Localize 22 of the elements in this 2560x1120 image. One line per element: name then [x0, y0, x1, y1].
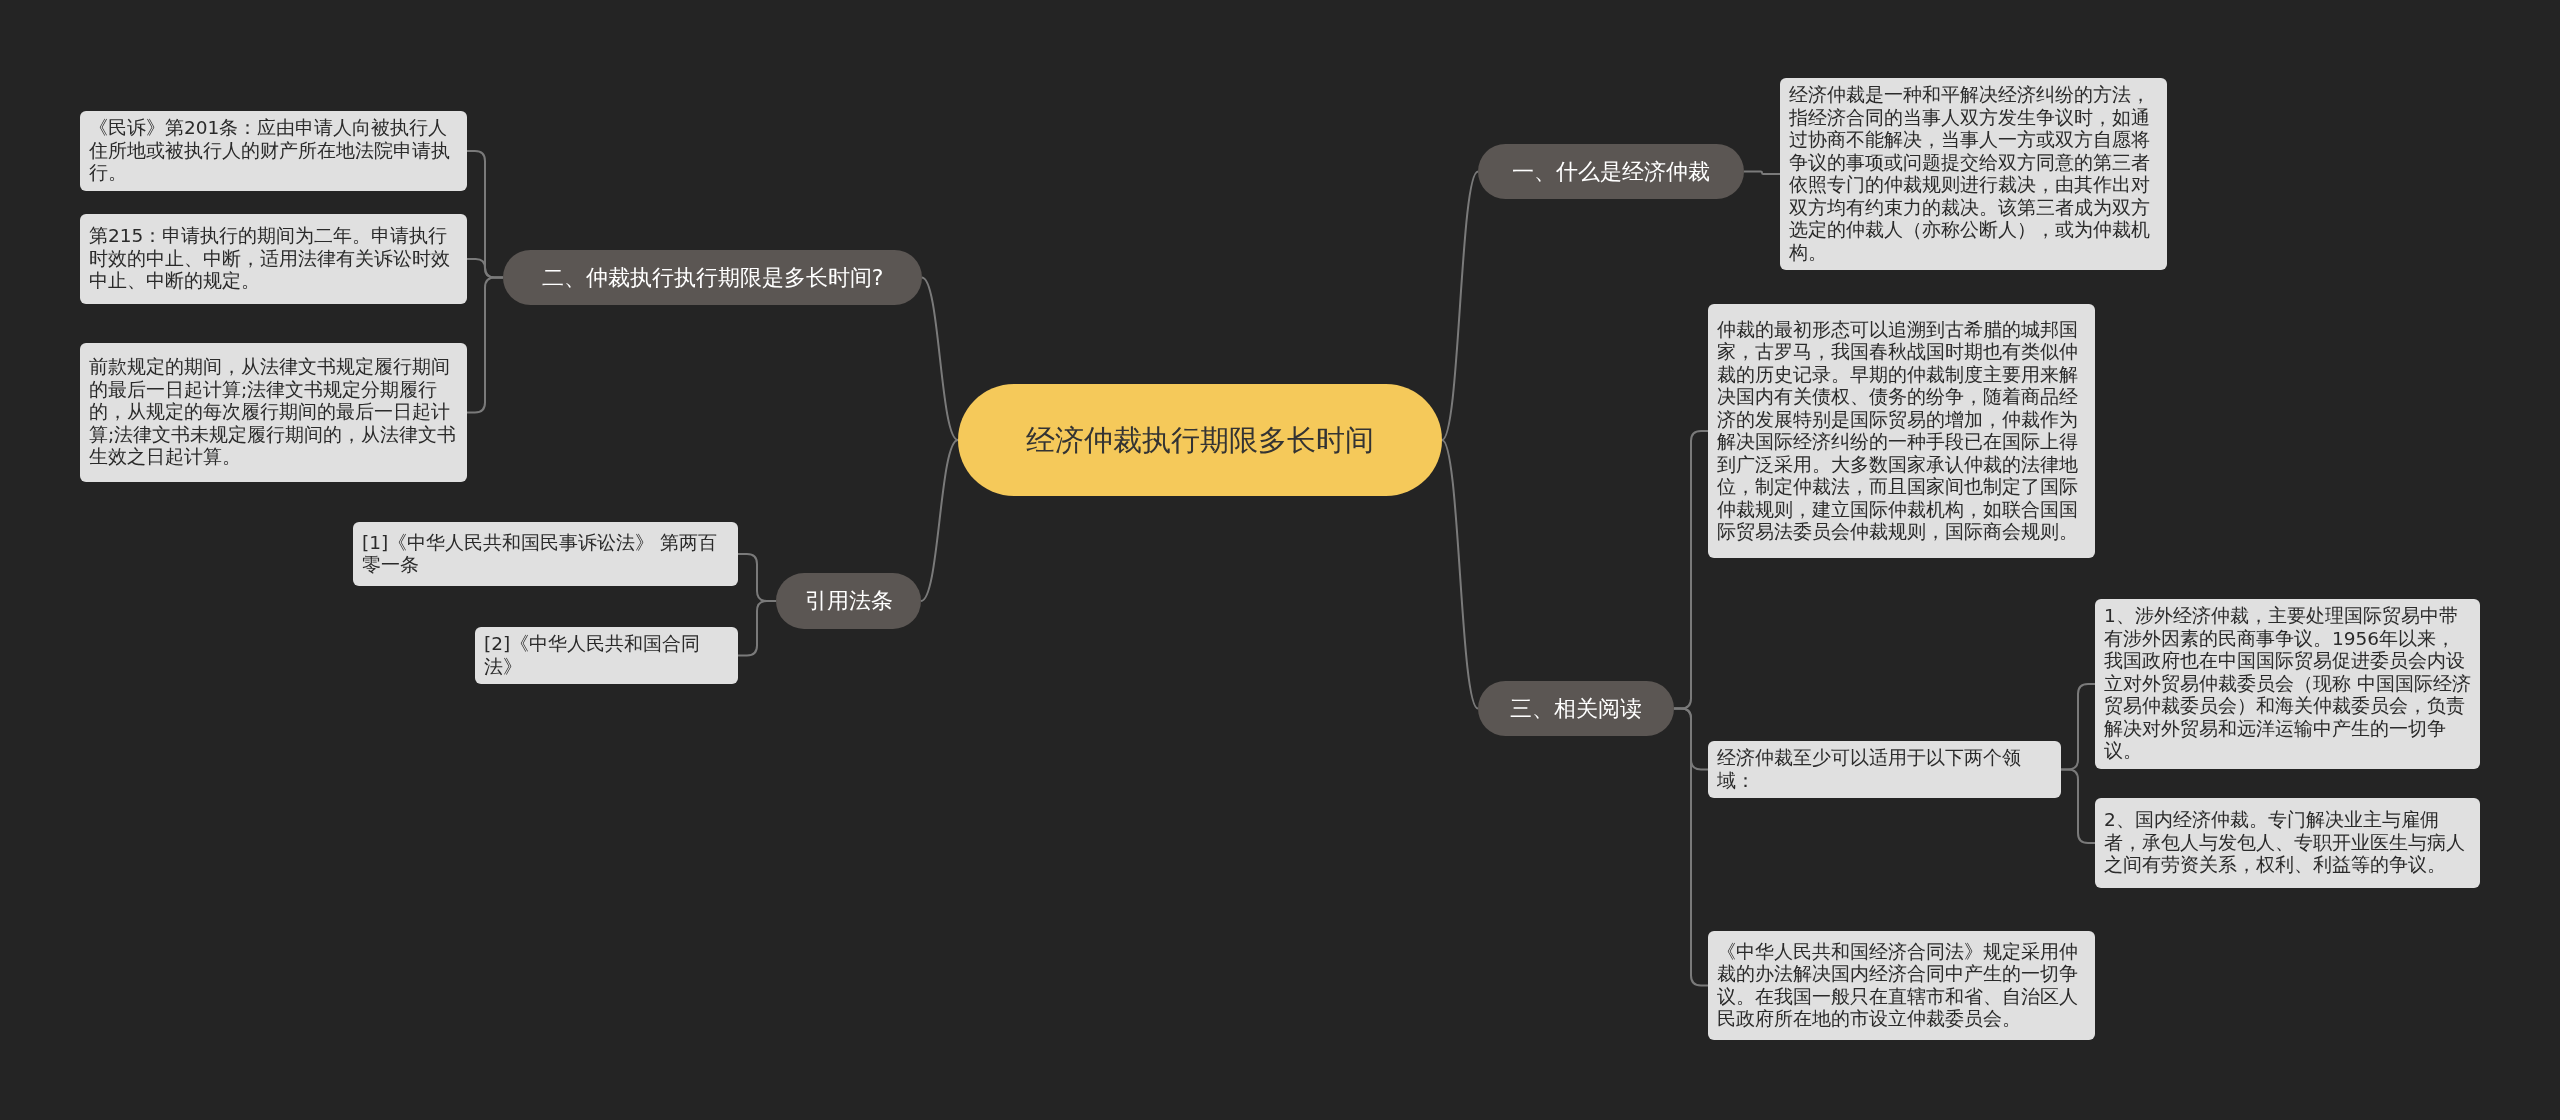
note-box: 1、涉外经济仲裁，主要处理国际贸易中带有涉外因素的民商事争议。1956年以来，我国政府也在中国国际贸易促进委员会内设立对外贸易仲裁委员会（现称 中国国际经济贸易仲裁委员会）和海关仲裁委员会，负责解决对外贸易和远洋运输中产生的一切争议。 [2095, 599, 2480, 769]
note-box: [2]《中华人民共和国合同法》 [475, 627, 738, 684]
branch-topic: 二、仲裁执行执行期限是多长时间? [503, 250, 922, 305]
connector-line [1441, 170, 1479, 441]
note-box: 仲裁的最初形态可以追溯到古希腊的城邦国家，古罗马，我国春秋战国时期也有类似仲裁的历史记录。早期的仲裁制度主要用来解决国内有关债权、债务的纷争，随着商品经济的发展特别是国际贸易的增加，仲裁作为解决国际经济纠纷的一种手段已在国际上得到广泛采用。大多数国家承认仲裁的法律地位，制定仲裁法，而且国家间也制定了国际仲裁规则，建立国际仲裁机构，如联合国国际贸易法委员会仲裁规则，国际商会规则。 [1708, 304, 2095, 558]
connector-line [1743, 170, 1781, 175]
central-topic: 经济仲裁执行期限多长时间 [958, 384, 1442, 496]
note-box: 经济仲裁至少可以适用于以下两个领域： [1708, 741, 2061, 798]
note-box: [1]《中华人民共和国民事诉讼法》 第两百零一条 [353, 522, 738, 586]
note-box: 《民诉》第201条：应由申请人向被执行人住所地或被执行人的财产所在地法院申请执行。 [80, 111, 467, 191]
note-box: 前款规定的期间，从法律文书规定履行期间的最后一日起计算;法律文书规定分期履行的，从规定的每次履行期间的最后一日起计算;法律文书未规定履行期间的，从法律文书生效之日起计算。 [80, 343, 467, 482]
branch-topic: 一、什么是经济仲裁 [1478, 144, 1744, 199]
connector-line [920, 439, 959, 602]
note-box: 2、国内经济仲裁。专门解决业主与雇佣者，承包人与发包人、专职开业医生与病人之间有劳资关系，权利、利益等的争议。 [2095, 798, 2480, 888]
connector-line [466, 276, 504, 414]
note-box: 经济仲裁是一种和平解决经济纠纷的方法，指经济合同的当事人双方发生争议时，如通过协商不能解决，当事人一方或双方自愿将争议的事项或问题提交给双方同意的第三者依照专门的仲裁规则进行裁决，由其作出对双方均有约束力的裁决。该第三者成为双方选定的仲裁人（亦称公断人），或为仲裁机构。 [1780, 78, 2167, 270]
branch-topic: 引用法条 [776, 573, 921, 629]
connector-line [1441, 439, 1479, 710]
connector-line [921, 276, 959, 441]
note-box: 《中华人民共和国经济合同法》规定采用仲裁的办法解决国内经济合同中产生的一切争议。在我国一般只在直辖市和省、自治区人民政府所在地的市设立仲裁委员会。 [1708, 931, 2095, 1040]
note-box: 第215：申请执行的期间为二年。申请执行时效的中止、中断，适用法律有关诉讼时效中止、中断的规定。 [80, 214, 467, 304]
branch-topic: 三、相关阅读 [1478, 681, 1674, 736]
